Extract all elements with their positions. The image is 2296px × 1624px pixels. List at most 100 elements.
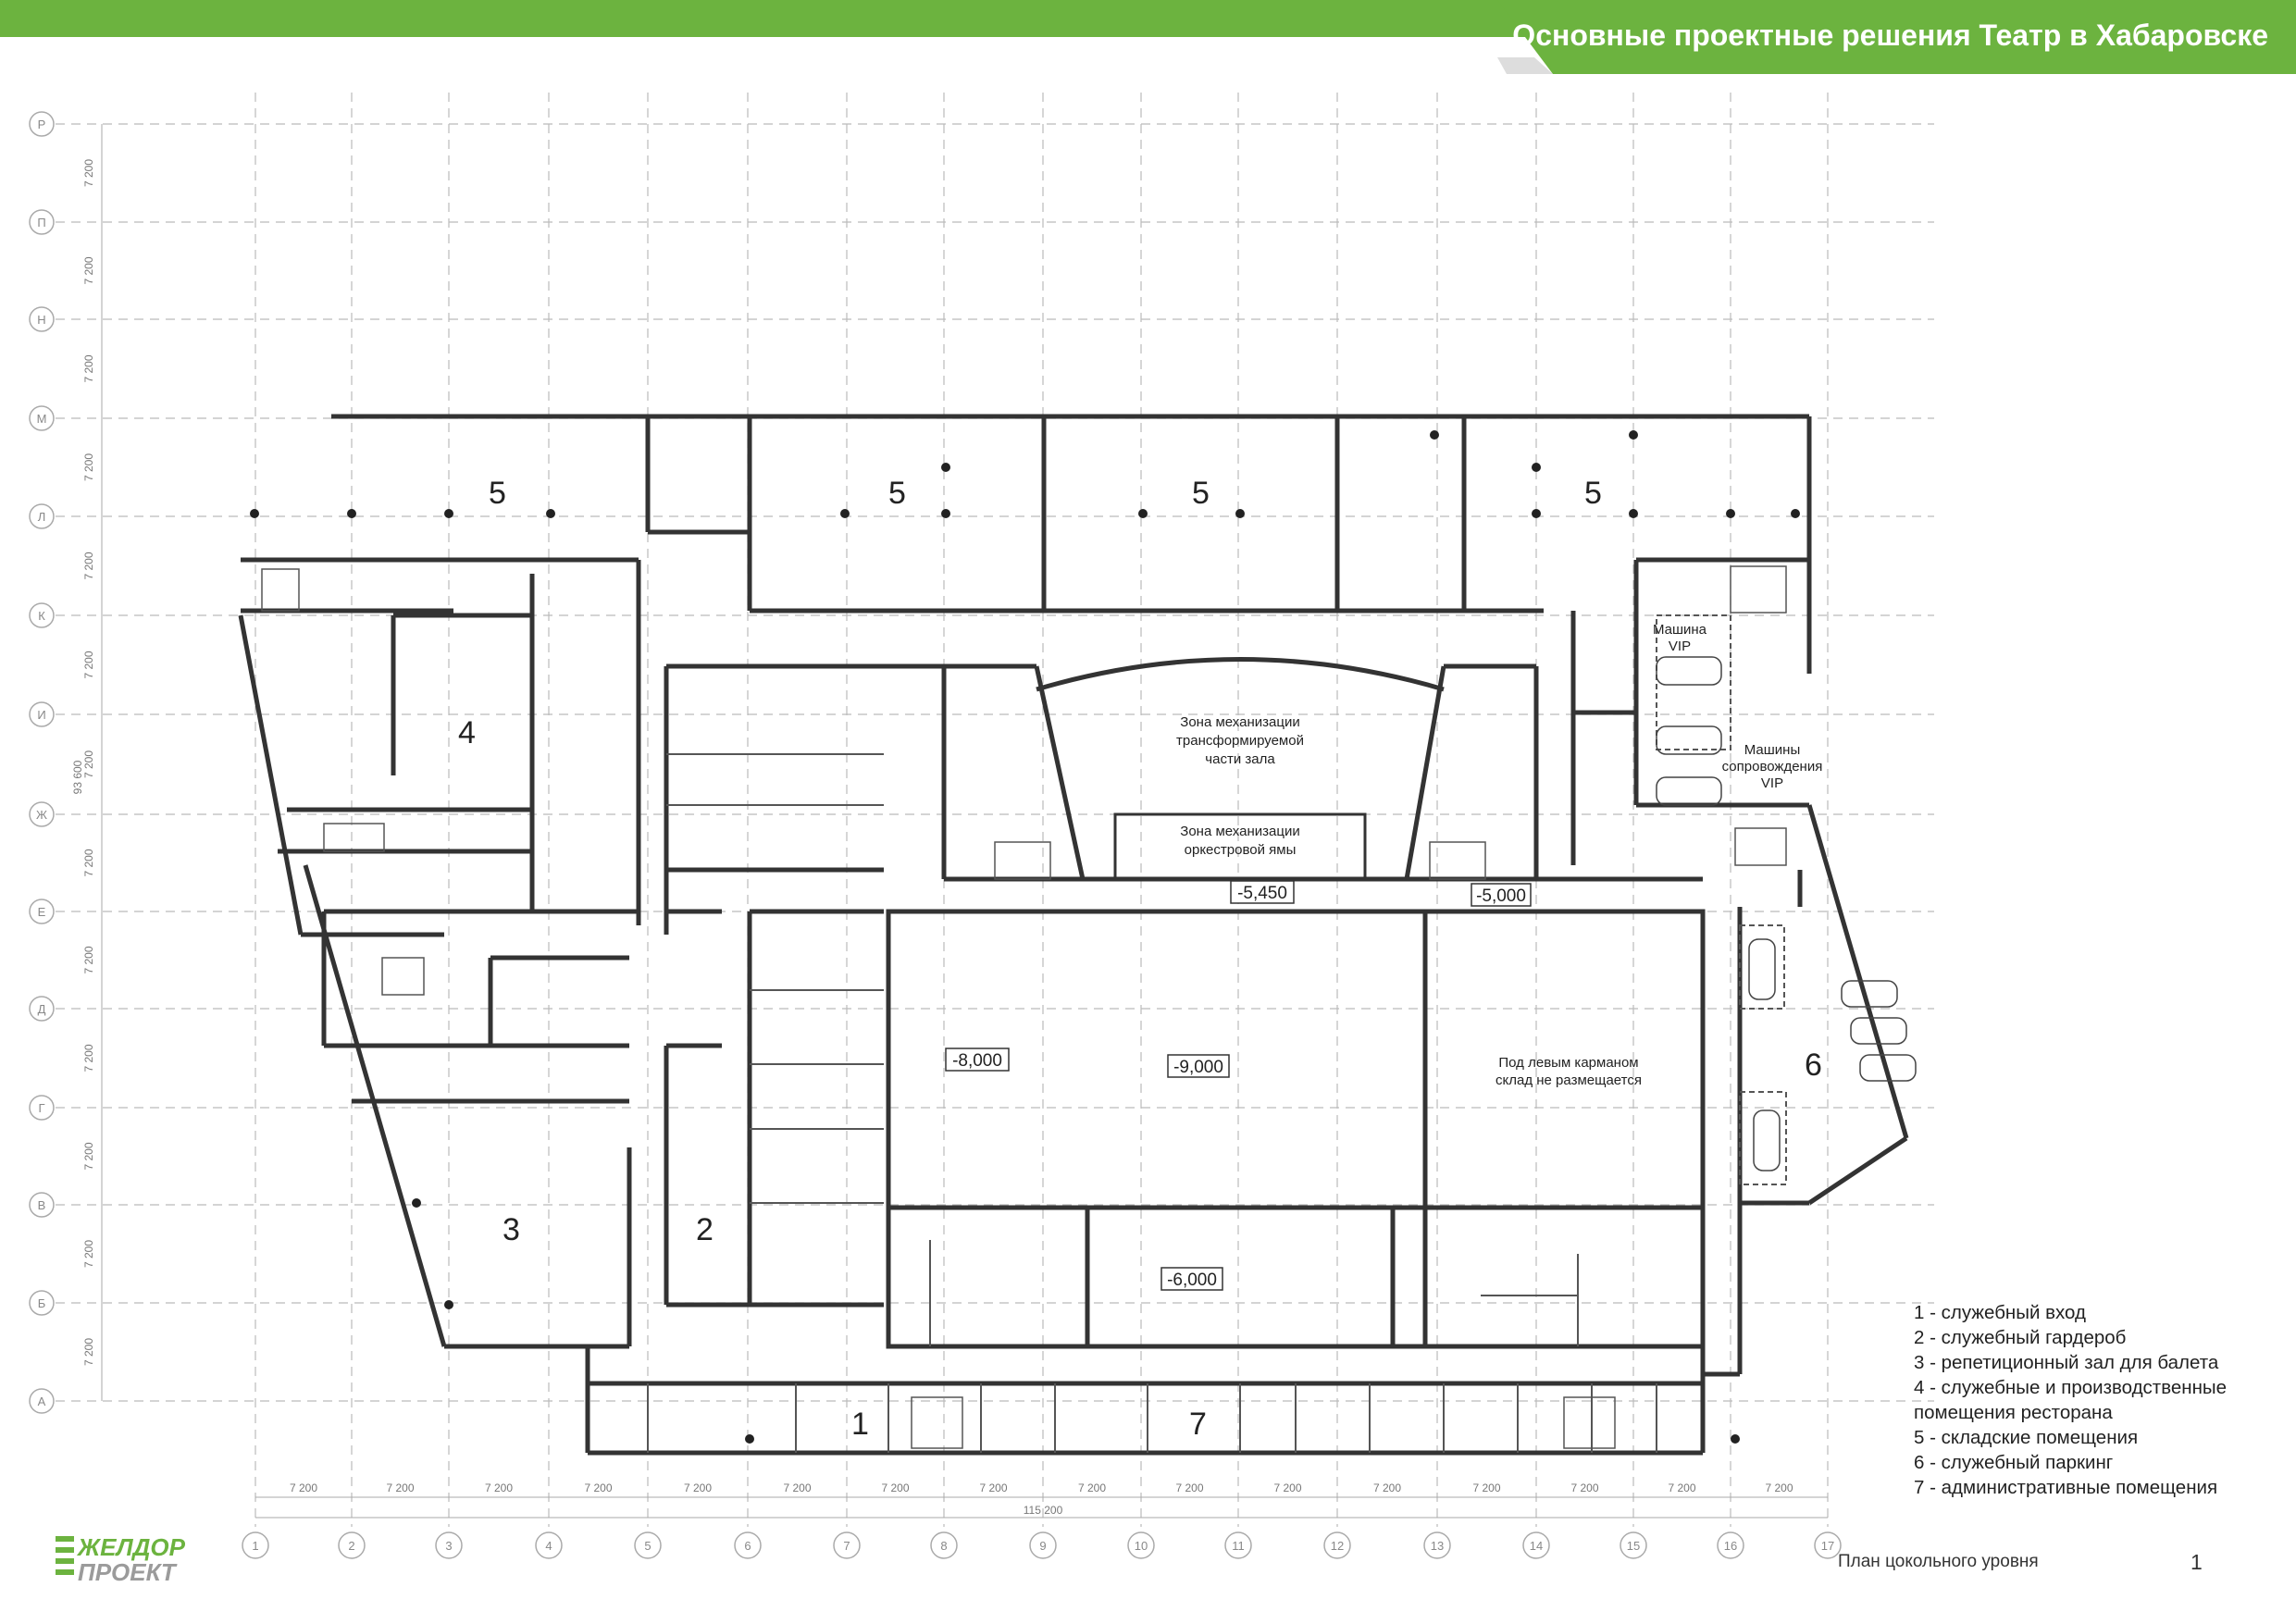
col-dim: 7 200 — [979, 1481, 1007, 1494]
level-mark: -9,000 — [1173, 1058, 1223, 1077]
thin-partitions — [647, 614, 1787, 1453]
room-num: 1 — [851, 1407, 869, 1442]
col-axis-marker — [1522, 1531, 1550, 1559]
col-dim: 7 200 — [1570, 1481, 1598, 1494]
col-axis-marker — [1029, 1531, 1057, 1559]
zone-label: Зона механизации — [1180, 824, 1299, 839]
sheet-number: 1 — [2191, 1550, 2203, 1574]
cars — [1656, 656, 1917, 1172]
room-num: 5 — [489, 476, 506, 511]
col-axis-marker — [242, 1531, 269, 1559]
row-dim: 7 200 — [82, 1240, 95, 1268]
col-dim: 7 200 — [684, 1481, 712, 1494]
page-title: Основные проектные решения Театр в Хабар… — [1512, 19, 2268, 52]
col-axis-label: 13 — [1431, 1539, 1444, 1553]
row-axis-marker — [29, 996, 55, 1022]
row-dim: 7 200 — [82, 256, 95, 284]
row-dim: 7 200 — [82, 1338, 95, 1366]
level-marks: -5,450 -5,000 -8,000 -9,000 -6,000 — [945, 880, 1532, 1291]
logo-text: ПРОЕКТ — [78, 1558, 178, 1586]
row-dim: 7 200 — [82, 946, 95, 973]
col-axis-label: 16 — [1724, 1539, 1737, 1553]
row-axis-marker — [29, 306, 55, 332]
col-dim: 7 200 — [1668, 1481, 1695, 1494]
col-axis-label: 15 — [1627, 1539, 1640, 1553]
col-axis-label: 12 — [1331, 1539, 1344, 1553]
row-axis-marker — [29, 899, 55, 924]
stairs — [261, 565, 1787, 1449]
row-axis-marker — [29, 602, 55, 628]
row-axis-marker — [29, 503, 55, 529]
level-mark: -8,000 — [952, 1051, 1002, 1071]
zone-label: VIP — [1669, 638, 1691, 654]
col-dim: 7 200 — [584, 1481, 612, 1494]
row-dim: 7 200 — [82, 1142, 95, 1170]
plan-caption: План цокольного уровня — [1838, 1552, 2039, 1571]
col-axis-marker — [1423, 1531, 1451, 1559]
row-axis-label: И — [37, 708, 45, 722]
legend-item: 6 - служебный паркинг — [1914, 1452, 2114, 1473]
zone-label: Под левым карманом — [1498, 1055, 1638, 1071]
col-axis-marker — [930, 1531, 958, 1559]
row-axis-label: Д — [38, 1002, 46, 1016]
legend-item: 7 - административные помещения — [1914, 1477, 2218, 1498]
zone-label: склад не размещается — [1496, 1072, 1642, 1088]
col-axis-label: 6 — [744, 1539, 751, 1553]
row-axis-label: Н — [37, 313, 45, 327]
row-axis-label: Ж — [36, 808, 47, 822]
col-axis-marker — [535, 1531, 563, 1559]
zone-labels: Зона механизации трансформируемой части … — [1176, 622, 1822, 1088]
row-dim: 7 200 — [82, 552, 95, 579]
row-axis-label: Р — [38, 118, 46, 131]
col-axis-label: 2 — [348, 1539, 354, 1553]
row-axis-marker — [29, 209, 55, 235]
row-axis-label: Г — [38, 1101, 44, 1115]
col-dim: 7 200 — [386, 1481, 414, 1494]
room-num: 6 — [1805, 1048, 1822, 1083]
zone-label: Машина — [1653, 622, 1707, 638]
row-dim: 7 200 — [82, 354, 95, 382]
dimension-lines: 7 200 7 200 7 200 7 200 7 200 7 200 7 200 7 200… — [71, 124, 1828, 1519]
col-axis-marker — [1620, 1531, 1647, 1559]
col-axis-label: 9 — [1039, 1539, 1046, 1553]
building-walls — [238, 414, 1909, 1456]
col-dim: 7 200 — [1078, 1481, 1106, 1494]
zone-label: части зала — [1205, 751, 1275, 767]
total-dim: 115 200 — [1024, 1504, 1063, 1517]
col-axis-marker — [435, 1531, 463, 1559]
level-mark: -6,000 — [1167, 1271, 1217, 1290]
col-dim: 7 200 — [1273, 1481, 1301, 1494]
row-axis-label: П — [37, 216, 45, 229]
col-dim: 7 200 — [783, 1481, 811, 1494]
row-dim: 7 200 — [82, 849, 95, 876]
zone-label: сопровождения — [1722, 759, 1823, 775]
col-axis-label: 14 — [1530, 1539, 1543, 1553]
room-num: 5 — [1192, 476, 1210, 511]
col-axis-marker — [1717, 1531, 1744, 1559]
col-axis-marker — [833, 1531, 861, 1559]
room-num: 2 — [696, 1212, 714, 1247]
col-axis-label: 10 — [1135, 1539, 1148, 1553]
room-num: 3 — [503, 1212, 520, 1247]
row-dim: 7 200 — [82, 453, 95, 481]
row-axis-label: Л — [38, 510, 46, 524]
legend-item: 2 - служебный гардероб — [1914, 1327, 2127, 1348]
legend-item: 3 - репетиционный зал для балета — [1914, 1352, 2219, 1373]
level-mark: -5,450 — [1237, 884, 1287, 903]
col-axis-marker — [1127, 1531, 1155, 1559]
row-dim: 7 200 — [82, 750, 95, 778]
row-axis-marker — [29, 1388, 55, 1414]
zone-label: оркестровой ямы — [1185, 842, 1297, 858]
row-axis-label: В — [38, 1198, 46, 1212]
row-axis-label: А — [38, 1395, 46, 1408]
col-axis-label: 1 — [252, 1539, 258, 1553]
row-axis-marker — [29, 1290, 55, 1316]
row-axis-label: К — [38, 609, 45, 623]
room-num: 4 — [458, 715, 476, 750]
row-dim: 7 200 — [82, 651, 95, 678]
row-axis-label: М — [37, 412, 47, 426]
col-axis-marker — [634, 1531, 662, 1559]
logo-text: ЖЕЛДОР — [76, 1533, 186, 1561]
